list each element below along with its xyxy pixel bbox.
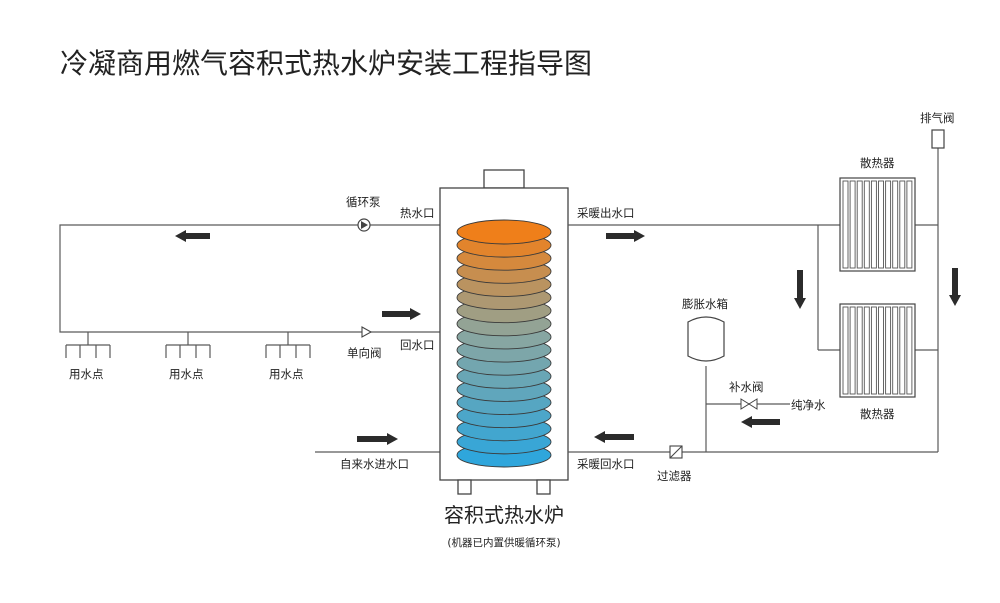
radiator-bottom <box>839 303 916 398</box>
radiator-fin <box>870 306 877 395</box>
label-makeup-valve: 补水阀 <box>729 380 764 394</box>
label-check-valve: 单向阀 <box>347 346 382 360</box>
flow-arrow-left-return <box>594 431 634 443</box>
check-valve-icon <box>361 326 373 338</box>
water-point-3-taps <box>265 332 311 358</box>
heater-foot-right <box>536 479 551 495</box>
label-radiator-top: 散热器 <box>860 156 895 170</box>
radiator-fin <box>878 180 884 269</box>
label-water-point-3: 用水点 <box>269 367 304 381</box>
radiator-fin <box>885 306 892 395</box>
flow-arrow-right-inlet <box>357 433 398 445</box>
hot-water-loop-pipe <box>59 224 440 333</box>
flow-arrow-left-top <box>175 230 210 242</box>
label-radiator-bottom: 散热器 <box>860 407 895 421</box>
label-return-water-inlet: 回水口 <box>400 338 435 352</box>
flow-arrow-left-makeup <box>741 416 780 428</box>
coil-disc <box>456 219 552 245</box>
water-point-1-taps <box>65 332 111 358</box>
pump-icon <box>357 218 371 232</box>
flow-arrow-down-left <box>794 270 806 309</box>
label-exhaust-valve: 排气阀 <box>920 111 955 125</box>
flow-arrow-right-return <box>382 308 421 320</box>
radiator-fin <box>863 306 870 395</box>
volumetric-water-heater <box>439 169 569 495</box>
radiator-fin <box>899 180 906 269</box>
radiator-fin <box>892 306 899 395</box>
radiator-fin <box>878 306 884 395</box>
radiator-fin <box>863 180 870 269</box>
radiator-fin <box>849 180 856 269</box>
heater-flue <box>483 169 525 189</box>
heat-exchanger-coil <box>456 219 552 468</box>
label-water-point-2: 用水点 <box>169 367 204 381</box>
radiator-fin <box>906 306 913 395</box>
domestic-hot-water-loop <box>59 224 440 453</box>
heater-note: (机器已内置供暖循环泵) <box>447 536 560 549</box>
filter-icon <box>669 445 683 459</box>
label-tap-water-inlet: 自来水进水口 <box>340 457 409 471</box>
radiator-fin <box>856 180 863 269</box>
radiator-fin <box>906 180 913 269</box>
page-title: 冷凝商用燃气容积式热水炉安装工程指导图 <box>60 47 592 80</box>
expansion-tank <box>687 316 725 362</box>
radiator-fin <box>842 306 849 395</box>
label-hot-water-outlet: 热水口 <box>400 206 435 220</box>
heater-foot-left <box>457 479 472 495</box>
gate-valve-icon <box>740 398 758 410</box>
radiator-top <box>839 177 916 272</box>
label-circulation-pump: 循环泵 <box>346 195 381 209</box>
radiator-fin <box>899 306 906 395</box>
radiator-fin <box>842 180 849 269</box>
water-point-2-taps <box>165 332 211 358</box>
label-expansion-tank: 膨胀水箱 <box>682 297 728 311</box>
radiator-fin <box>892 180 899 269</box>
label-pure-water: 纯净水 <box>791 398 826 412</box>
exhaust-valve-icon <box>931 129 945 149</box>
flow-arrow-right-supply <box>606 230 645 242</box>
radiator-fin <box>856 306 863 395</box>
radiator-fin <box>885 180 892 269</box>
radiator-fin <box>870 180 877 269</box>
flow-arrow-down-right <box>949 268 961 306</box>
radiator-fin <box>849 306 856 395</box>
label-water-point-1: 用水点 <box>69 367 104 381</box>
label-filter: 过滤器 <box>657 469 692 483</box>
heater-name: 容积式热水炉 <box>444 503 564 527</box>
label-heating-outlet: 采暖出水口 <box>577 206 635 220</box>
label-heating-return: 采暖回水口 <box>577 457 635 471</box>
